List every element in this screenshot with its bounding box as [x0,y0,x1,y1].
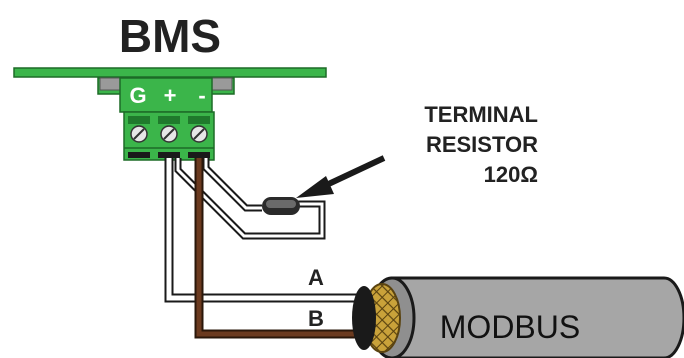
terminal-plus-label: + [164,83,177,108]
wire-b-label: B [308,306,324,331]
bms-title: BMS [119,10,221,62]
modbus-cable [352,276,684,358]
terminal-minus-label: - [198,83,205,108]
screw-icon [190,125,208,143]
circuit-board [13,67,327,78]
cable-label: MODBUS [440,309,580,345]
pointer-arrow-icon [296,155,386,198]
resistor-leads [174,158,326,240]
wire-a [164,158,368,303]
wire-a-label: A [308,265,324,290]
screw-icon [130,125,148,143]
resistor-icon [262,197,300,215]
resistor-label-line2: RESISTOR [426,132,538,157]
resistor-value-label: 120Ω [484,162,538,187]
resistor-label-line1: TERMINAL [424,102,538,127]
terminal-ground-label: G [129,83,146,108]
screw-icon [160,125,178,143]
wire-b [194,158,368,339]
